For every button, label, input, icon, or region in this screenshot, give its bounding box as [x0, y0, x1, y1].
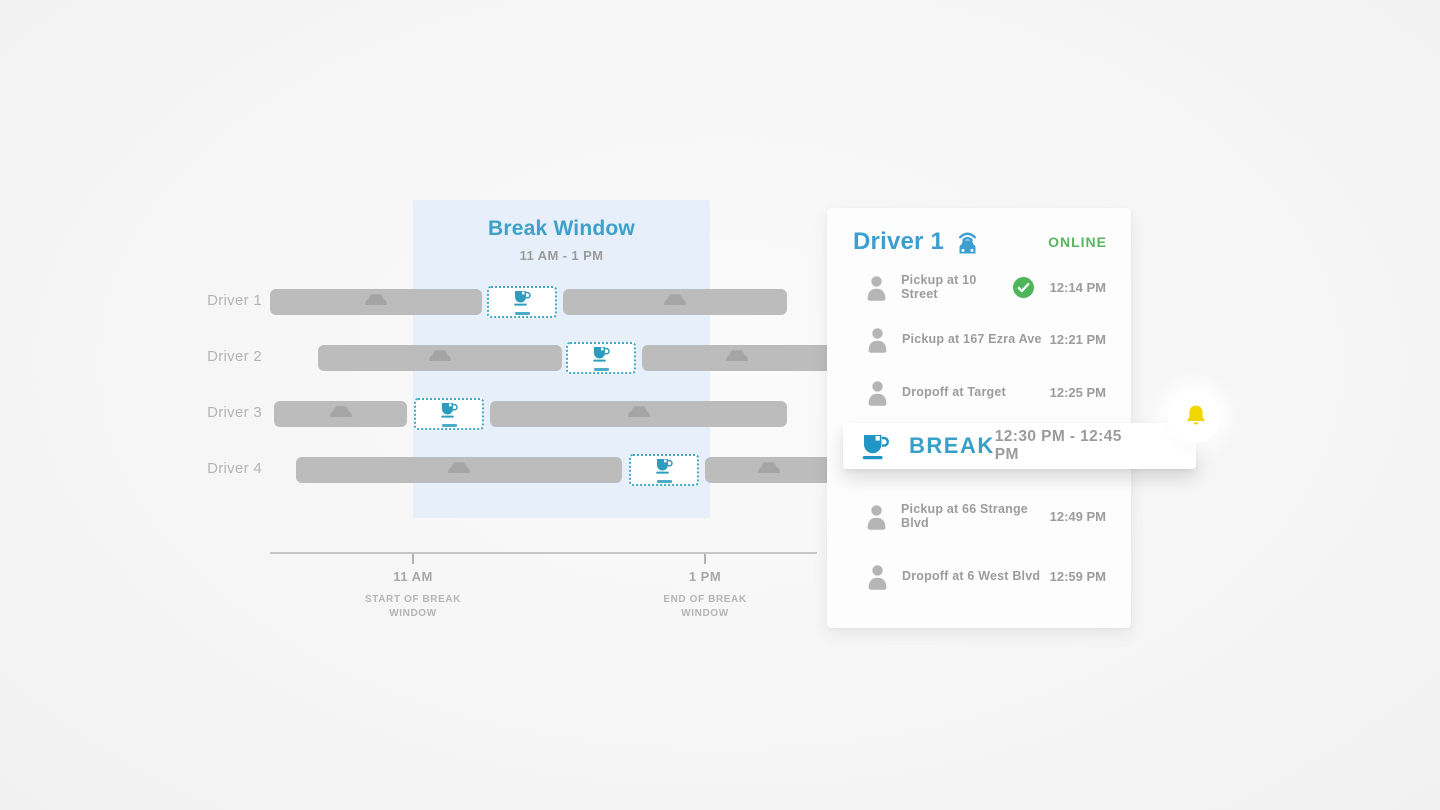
axis-tick-time: 11 AM [393, 569, 433, 584]
break-marker[interactable] [414, 398, 484, 430]
break-marker-caption [593, 368, 609, 371]
car-icon [724, 349, 750, 367]
card-header: Driver 1 ONLINE [853, 224, 1107, 260]
itinerary-stop-row[interactable]: Pickup at 66 Strange Blvd 12:49 PM [865, 498, 1106, 534]
chart-subtitle: 11 AM - 1 PM [519, 248, 604, 263]
stop-time: 12:25 PM [1049, 384, 1106, 400]
drive-segment[interactable] [642, 345, 832, 371]
itinerary-stop-row[interactable]: Dropoff at Target 12:25 PM [865, 374, 1106, 410]
itinerary-stop-row[interactable]: Dropoff at 6 West Blvd 12:59 PM [865, 558, 1106, 594]
drive-segment[interactable] [296, 457, 622, 483]
axis-tick-mark [412, 554, 414, 564]
coffee-cup-icon [591, 345, 612, 367]
passenger-icon [865, 326, 889, 353]
coffee-cup-icon [439, 401, 460, 423]
notification-bell-icon[interactable] [1183, 403, 1209, 429]
break-marker-caption [656, 480, 672, 483]
axis-tick-group: 11 AM START OF BREAK WINDOW [348, 569, 478, 620]
axis-tick-mark [704, 554, 706, 564]
drive-segment[interactable] [318, 345, 562, 371]
stop-label: Pickup at 10 Street [901, 273, 977, 301]
break-time-range: 12:30 PM - 12:45 PM [994, 428, 1122, 463]
driver-row-label: Driver 1 [207, 292, 262, 309]
drive-segment[interactable] [705, 457, 832, 483]
stop-time: 12:49 PM [1049, 508, 1106, 524]
stop-label: Pickup at 167 Ezra Ave [902, 332, 1042, 346]
driver-row-label: Driver 4 [207, 460, 262, 477]
break-marker[interactable] [487, 286, 557, 318]
car-icon [363, 293, 389, 311]
itinerary-stop-row[interactable]: Pickup at 10 Street 12:14 PM [865, 269, 1106, 305]
coffee-cup-icon [861, 432, 892, 460]
car-icon [626, 405, 652, 423]
check-circle-icon [1012, 276, 1034, 298]
driver-status-badge: ONLINE [1048, 234, 1107, 250]
drive-segment[interactable] [270, 289, 482, 315]
coffee-cup-icon [654, 457, 675, 479]
car-icon [756, 461, 782, 479]
passenger-icon [865, 379, 889, 406]
stop-time: 12:21 PM [1049, 331, 1106, 347]
stop-label: Pickup at 66 Strange Blvd [901, 502, 1028, 530]
driver-row-label: Driver 3 [207, 404, 262, 421]
driver-name: Driver 1 [853, 228, 944, 255]
stop-label: Dropoff at Target [902, 385, 1006, 399]
passenger-icon [865, 503, 888, 530]
drive-segment[interactable] [490, 401, 787, 427]
itinerary-stop-row[interactable]: Pickup at 167 Ezra Ave 12:21 PM [865, 321, 1106, 357]
car-icon [446, 461, 472, 479]
break-label: BREAK [909, 433, 995, 458]
stop-label: Dropoff at 6 West Blvd [902, 569, 1041, 583]
car-icon [328, 405, 354, 423]
car-icon [662, 293, 688, 311]
break-marker-caption [441, 424, 457, 427]
passenger-icon [865, 274, 888, 301]
break-marker-caption [514, 312, 530, 315]
driver-itinerary-card: Driver 1 ONLINE Pickup at 10 Street 12:1… [827, 208, 1131, 628]
axis-tick-caption: START OF BREAK WINDOW [365, 594, 461, 619]
break-marker[interactable] [566, 342, 636, 374]
coffee-cup-icon [512, 289, 533, 311]
drive-segment[interactable] [274, 401, 407, 427]
axis-tick-time: 1 PM [688, 569, 722, 584]
axis-tick-caption: END OF BREAK WINDOW [663, 594, 747, 619]
stop-time: 12:14 PM [1049, 279, 1106, 295]
chart-title: Break Window [488, 217, 635, 240]
break-marker[interactable] [629, 454, 699, 486]
stop-time: 12:59 PM [1049, 568, 1106, 584]
timeline-axis [270, 552, 817, 554]
rideshare-car-icon [954, 230, 981, 255]
axis-tick-group: 1 PM END OF BREAK WINDOW [640, 569, 770, 620]
driver-row-label: Driver 2 [207, 348, 262, 365]
passenger-icon [865, 563, 889, 590]
drive-segment[interactable] [563, 289, 787, 315]
car-icon [427, 349, 453, 367]
